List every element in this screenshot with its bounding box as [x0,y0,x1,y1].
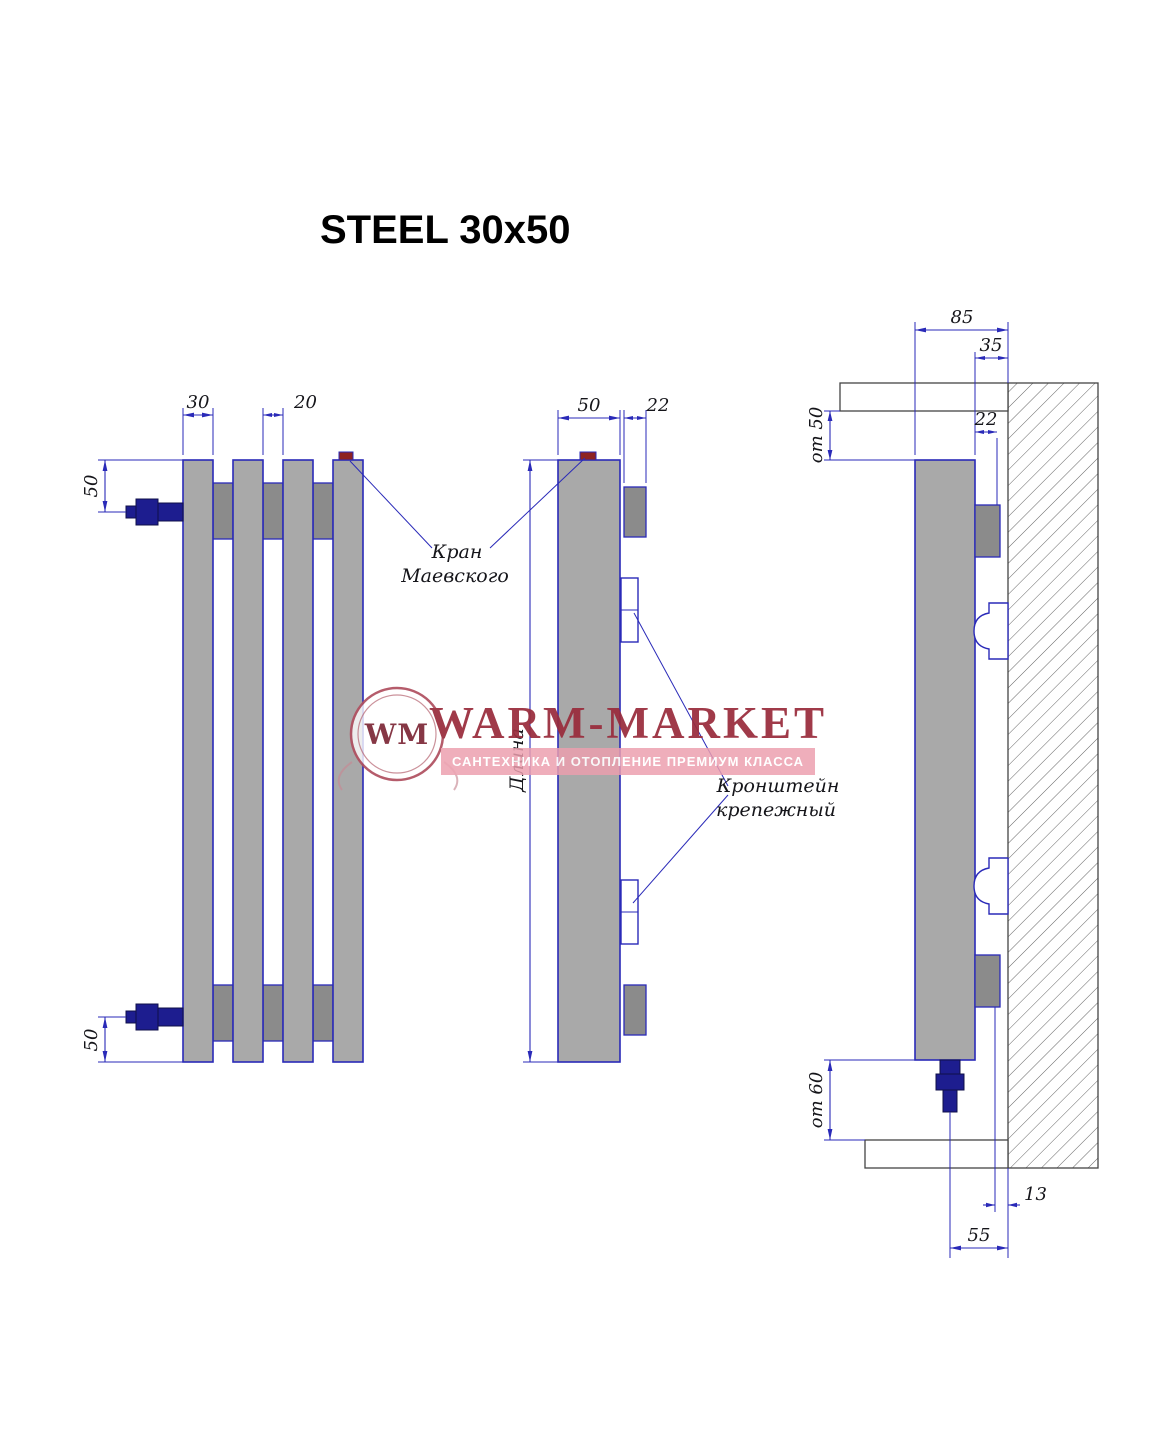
wall-spacer-top [974,504,1001,558]
wall-hatched [1007,382,1099,1169]
wall-spacer-top [623,486,647,538]
dim-wall-55: 55 [949,1112,1008,1258]
dim-side-50: 50 [557,395,621,455]
wall-shelf-bottom [864,1139,1009,1169]
wall-shelf-top [839,382,1009,412]
wall-hook-top [973,602,1009,660]
dim-front-20-text: 20 [293,392,317,413]
dim-wall-top-min-text: от 50 [806,407,827,464]
collector-block [262,482,284,540]
collector-block [262,984,284,1042]
radiator-column [332,459,364,1063]
radiator-column [282,459,314,1063]
bracket-label-line2: крепежный [716,799,836,821]
dim-wall-35-text: 35 [980,335,1003,356]
dim-wall-bottom-min-text: от 60 [806,1072,827,1129]
wall-view: 85 35 22 от 50 [806,307,1099,1258]
wall-spacer-bottom [623,984,647,1036]
radiator-column [232,459,264,1063]
mount-bracket-plate-bottom [620,879,639,945]
dim-wall-bottom-min: от 60 [806,1059,915,1141]
dim-wall-22: 22 [974,409,998,505]
dim-wall-85: 85 [914,307,1009,455]
dim-front-top-50: 50 [81,459,183,513]
dim-wall-85-text: 85 [951,307,974,328]
collector-block [212,482,234,540]
dim-front-top-50-text: 50 [81,475,102,498]
dim-wall-22-text: 22 [974,409,998,430]
annotations: Кран Маевского Кронштейн крепежный [349,457,840,904]
wall-hook-bottom [973,857,1009,915]
collector-block [312,482,334,540]
collector-block [212,984,234,1042]
watermark-name: WARM-MARKET [429,698,827,748]
dim-wall-13-text: 13 [1024,1184,1047,1205]
dim-wall-13: 13 [983,1007,1047,1258]
radiator-column [182,459,214,1063]
dim-wall-35: 35 [974,335,1008,455]
dim-wall-top-min: от 50 [806,407,915,464]
dim-front-30: 30 [182,392,214,455]
dim-side-22-text: 22 [646,395,670,416]
bottom-pipe-fitting [125,1003,184,1031]
dim-side-50-text: 50 [578,395,601,416]
watermark-logo-ring [349,686,445,782]
collector-block [312,984,334,1042]
mount-bracket-plate-top [620,577,639,643]
watermark-monogram: WM [364,718,429,751]
watermark-flourish-left [337,761,353,791]
top-pipe-fitting [125,498,184,526]
page-title: STEEL 30x50 [320,208,571,252]
dim-front-bottom-50: 50 [81,1016,183,1063]
bracket-label-line1: Кронштейн [716,775,840,797]
watermark-tagline: САНТЕХНИКА И ОТОПЛЕНИЕ ПРЕМИУМ КЛАССА [452,754,804,769]
valve-label-line2: Маевского [400,565,509,587]
mayevsky-valve-side [579,451,597,461]
dim-side-22: 22 [623,395,670,483]
watermark: WM WARM-MARKET САНТЕХНИКА И ОТОПЛЕНИЕ ПР… [337,686,827,791]
wall-spacer-bottom [974,954,1001,1008]
watermark-logo-inner-ring [357,694,437,774]
dim-front-bottom-50-text: 50 [81,1029,102,1052]
valve-label-line1: Кран [431,541,483,563]
watermark-tagline-band [441,748,815,775]
dim-front-20: 20 [262,392,317,455]
dim-wall-55-text: 55 [968,1225,991,1246]
mayevsky-valve-front [338,451,354,461]
radiator-wall-body [914,459,976,1061]
front-view: 30 20 50 50 [81,392,364,1063]
dim-front-30-text: 30 [187,392,210,413]
bottom-valve [935,1059,965,1113]
